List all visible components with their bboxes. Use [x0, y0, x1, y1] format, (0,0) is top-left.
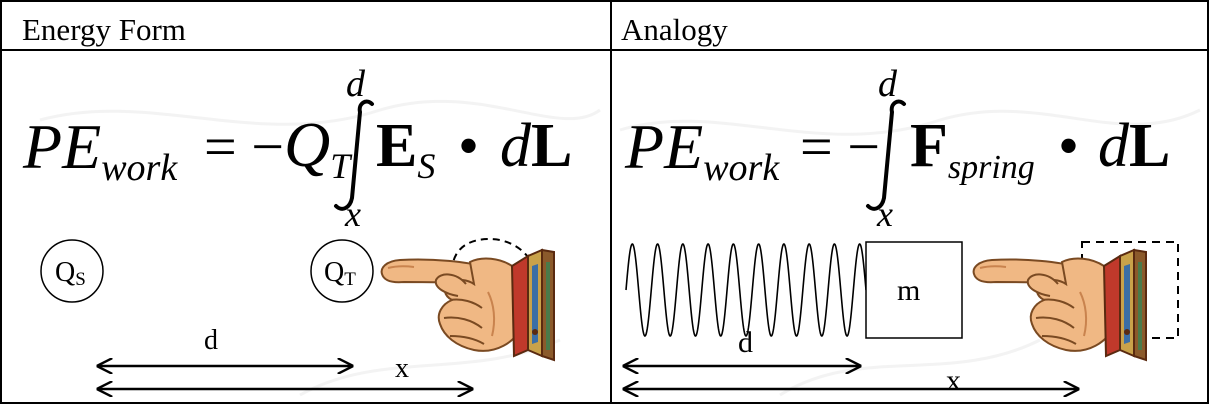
d-label: d [204, 325, 218, 356]
mass-block [865, 241, 963, 339]
right-eq-equals-minus: = − [800, 114, 880, 179]
right-eq-dot: • [1058, 113, 1079, 179]
right-eq-L: L [1129, 112, 1170, 180]
right-eq-d: d [1098, 112, 1130, 180]
header-analogy: Analogy [621, 12, 728, 47]
spring-coil [625, 243, 867, 337]
svg-text:ES: ES [376, 112, 435, 186]
left-eq-integral-sign [334, 99, 374, 211]
left-eq-field-subscript: S [417, 146, 435, 186]
left-eq-upper-limit: d [346, 63, 366, 105]
right-eq-upper-limit: d [878, 63, 898, 105]
left-eq-equals-minus: = − [204, 114, 284, 179]
right-eq-lower-limit: x [876, 194, 893, 234]
left-eq-charge: Q [284, 109, 330, 180]
svg-text:QT: QT [284, 109, 353, 186]
header-energy-form: Energy Form [22, 12, 186, 47]
source-charge-circle [40, 239, 104, 303]
left-eq-dot: • [458, 113, 479, 179]
left-eq-pe: PE [22, 111, 101, 182]
right-eq-force-subscript: spring [948, 149, 1035, 186]
left-eq-work-subscript: work [101, 147, 178, 189]
right-eq-work-subscript: work [703, 147, 780, 189]
source-charge-subscript: S [75, 269, 86, 290]
test-charge-subscript: T [344, 269, 356, 290]
test-charge-circle [310, 239, 374, 303]
svg-text:dL: dL [1098, 112, 1170, 180]
left-diagram: QS QT d x [40, 238, 555, 389]
source-charge-label: Q [55, 257, 75, 288]
left-eq-charge-subscript: T [330, 146, 353, 186]
left-equation: PEwork = − QT d x ES • dL [22, 63, 572, 234]
left-eq-lower-limit: x [344, 194, 361, 234]
test-charge-label: Q [324, 257, 344, 288]
left-pointing-hand [380, 249, 555, 361]
mass-label: m [897, 274, 920, 307]
right-pointing-hand [972, 249, 1147, 361]
left-eq-d: d [500, 112, 532, 180]
spring-x-label: x [946, 364, 961, 397]
svg-text:PEwork: PEwork [624, 111, 780, 189]
left-eq-field: E [376, 112, 417, 180]
spring-d-label: d [738, 326, 753, 359]
svg-text:QS: QS [55, 257, 86, 290]
right-diagram: m d x [624, 241, 1179, 397]
right-eq-integral-sign [866, 99, 906, 211]
right-equation: PEwork = − d x Fspring • dL [624, 63, 1170, 234]
left-eq-L: L [531, 112, 572, 180]
svg-text:PEwork: PEwork [22, 111, 178, 189]
svg-text:Fspring: Fspring [910, 112, 1035, 186]
right-eq-pe: PE [624, 111, 703, 182]
right-eq-force: F [910, 112, 948, 180]
svg-text:dL: dL [500, 112, 572, 180]
x-label: x [395, 353, 409, 384]
svg-text:QT: QT [324, 257, 356, 290]
